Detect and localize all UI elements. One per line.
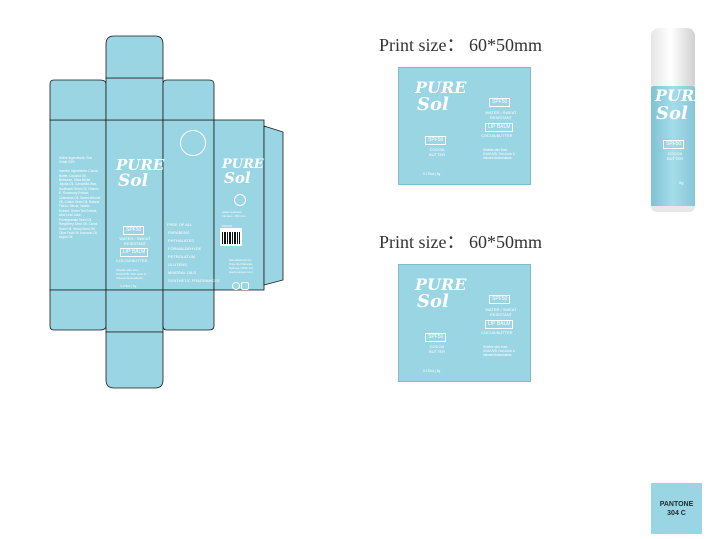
lip-balm-tube-mockup: PURE Sol SPF50 COCOA BUTTER 5g (651, 28, 706, 212)
label-spf-small: SPF50 (425, 136, 447, 145)
lip-label-1: PURE Sol SPF50 WATER / SWEAT RESISTANT L… (398, 67, 531, 185)
label-net-weight: 0.17floz | 5g (423, 172, 441, 176)
ingredients-text: Active Ingredients: Zinc Oxide 20% Inact… (59, 156, 101, 240)
pantone-swatch: PANTONE 304 C (651, 483, 702, 534)
box-water-resistant: WATER / SWEAT RESISTANT (119, 236, 151, 246)
print-size-label: Print size： 60*50mm (379, 35, 542, 55)
label-water-resistant: WATER / SWEAT RESISTANT (485, 110, 517, 120)
free-of-item: PETROLATUM (168, 254, 196, 259)
tube-brand-line2: Sol (656, 103, 688, 124)
free-of-item: PHTHALATES (168, 238, 194, 243)
free-of-item: MINERAL OILS (168, 270, 196, 275)
label-spf-badge: SPF50 (489, 295, 511, 304)
label-lip-balm: LIP BALM (485, 123, 514, 132)
label-spf-badge: SPF50 (489, 98, 511, 107)
label-water-resistant: WATER / SWEAT RESISTANT (485, 307, 517, 317)
box-brand-line1: PURE (116, 156, 165, 174)
tube-brand-line1: PURE (655, 86, 707, 105)
barcode-bars (222, 232, 240, 244)
box-brand-line2: Sol (118, 171, 149, 191)
clock-icon (234, 194, 246, 206)
label-cocoa-butter: COCOA BUTTER (481, 133, 513, 138)
box-net-weight: 0.17floz | 5g (120, 284, 137, 288)
label-cocoa-butter: COCOA BUTTER (481, 330, 513, 335)
box-lip-balm: LIP BALM (120, 248, 149, 257)
label-cocoa-small: COCOA BUTTER (429, 344, 445, 354)
free-of-item: PARABENS (168, 230, 190, 235)
contact-text: Manufactured for Pure Sol Naturals Sydne… (229, 258, 253, 274)
label-brand-line1: PURE (415, 78, 467, 97)
flower-icon (241, 282, 249, 290)
print-size-label: Print size： 60*50mm (379, 232, 542, 252)
label-description: Shields skin from UVA/UVB, Non-toxic & I… (483, 345, 516, 358)
box-cocoa-butter: COCOA BUTTER (116, 258, 148, 263)
tube-weight: 5g (679, 180, 684, 185)
stamp-circle-icon (180, 130, 206, 156)
label-lip-balm: LIP BALM (485, 320, 514, 329)
label-description: Shields skin from UVA/UVB, Non-toxic & I… (483, 148, 516, 161)
label-spf-small: SPF50 (425, 333, 447, 342)
tube-cocoa: COCOA BUTTER (667, 151, 683, 161)
free-of-item: GLUTENS (168, 262, 187, 267)
pantone-code: 304 C (667, 509, 686, 517)
tube-cap (651, 28, 695, 86)
label-brand-line2: Sol (417, 291, 449, 312)
label-cocoa-small: COCOA BUTTER (429, 147, 445, 157)
label-brand-line1: PURE (415, 275, 467, 294)
tube-spf: SPF50 (663, 140, 685, 149)
label-net-weight: 0.17floz | 5g (423, 369, 441, 373)
box-spf-badge: SPF50 (123, 226, 145, 235)
box-back-brand-line1: PURE (222, 157, 264, 172)
label-brand-line2: Sol (417, 94, 449, 115)
free-of-item: FORMALDEHYDE (168, 246, 202, 251)
box-back-brand-line2: Sol (224, 169, 251, 187)
recycle-icon (232, 282, 240, 290)
lip-label-2: PURE Sol SPF50 WATER / SWEAT RESISTANT L… (398, 264, 531, 382)
barcode-number: PS0-50 (222, 224, 233, 228)
tube-base (651, 206, 695, 212)
pantone-label: PANTONE (659, 500, 694, 508)
free-of-all-title: FREE OF ALL (167, 222, 193, 227)
water-resistant-note: water resistant minutes • 80 mins (222, 210, 246, 218)
barcode (220, 228, 242, 246)
free-of-item: SYNTHETIC FRAGRANCES (168, 278, 220, 283)
box-description: Shields skin from UVA/UVB, Non-toxic & I… (116, 268, 147, 280)
